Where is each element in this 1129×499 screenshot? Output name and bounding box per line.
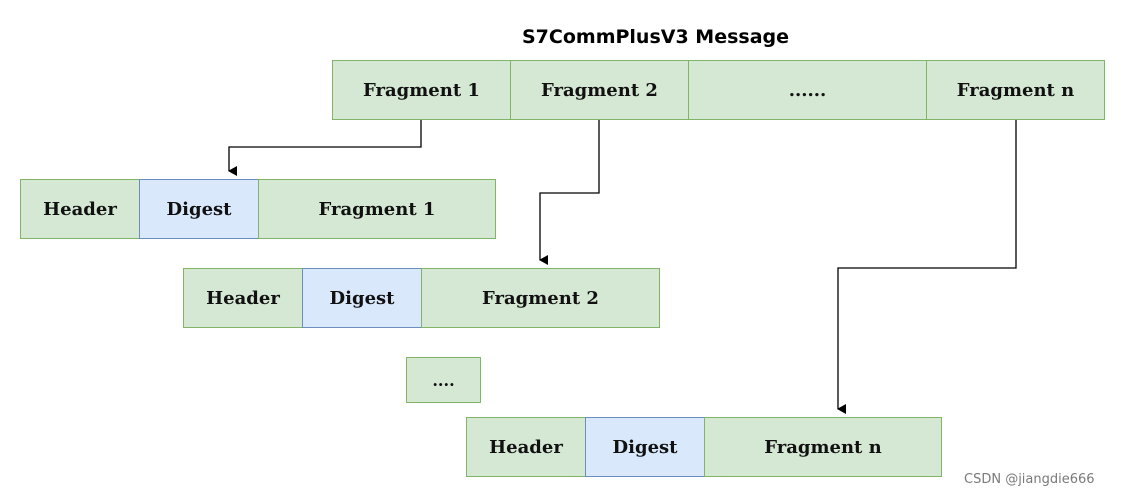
packet-1-fragment: Fragment 1	[258, 179, 496, 239]
packet-2-header: Header	[183, 268, 303, 328]
diagram-title: S7CommPlusV3 Message	[522, 26, 790, 48]
arrow-fragment-n	[837, 120, 1017, 414]
packet-1-header: Header	[20, 179, 140, 239]
packet-2-fragment: Fragment 2	[421, 268, 660, 328]
packet-n-fragment: Fragment n	[704, 417, 942, 477]
packet-n-digest: Digest	[585, 417, 705, 477]
arrow-fragment-1	[228, 120, 422, 176]
message-cell-fragment-n: Fragment n	[926, 60, 1105, 120]
packet-1-digest: Digest	[139, 179, 259, 239]
packet-2-digest: Digest	[302, 268, 422, 328]
ellipsis-box: ....	[406, 357, 481, 403]
watermark-text: CSDN @jiangdie666	[964, 472, 1095, 487]
arrow-fragment-2	[539, 120, 600, 265]
packet-n-header: Header	[466, 417, 586, 477]
message-cell-ellipsis: ......	[688, 60, 927, 120]
